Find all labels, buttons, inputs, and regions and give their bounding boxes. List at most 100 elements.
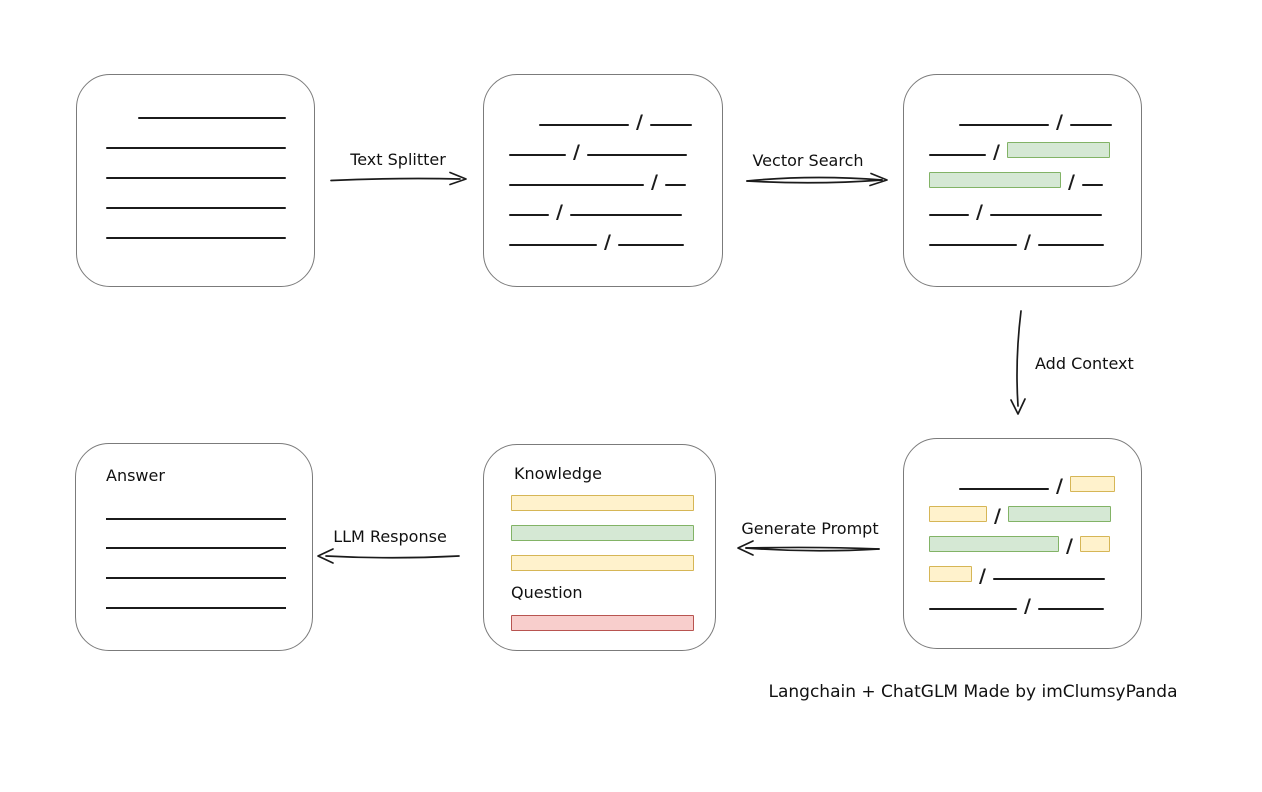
- text-row: /: [904, 492, 1141, 527]
- text-row: /: [484, 98, 722, 133]
- text-line: [138, 117, 286, 119]
- highlight-chunk-yellow: [929, 566, 972, 582]
- question-label: Question: [511, 583, 583, 602]
- answer-line: [106, 547, 286, 549]
- highlight-chunk-yellow: [1079, 536, 1110, 552]
- highlight-chunk-yellow: [929, 506, 987, 522]
- document-lines: [77, 91, 314, 241]
- text-line: [1037, 244, 1104, 246]
- highlight-chunk-green: [929, 536, 1059, 552]
- text-line: [1069, 124, 1112, 126]
- text-line: [106, 177, 286, 179]
- text-line: [989, 214, 1102, 216]
- text-line: [929, 154, 986, 156]
- text-row: /: [484, 158, 722, 193]
- answer-line: [106, 607, 286, 609]
- prompt-bar-green: [511, 525, 694, 541]
- llm-response-arrow: [317, 548, 460, 564]
- text-line: [106, 207, 286, 209]
- slash-separator: /: [1068, 170, 1075, 193]
- question-bar-red: [511, 615, 694, 631]
- slash-separator: /: [573, 140, 580, 163]
- knowledge-label: Knowledge: [514, 464, 602, 483]
- text-row: /: [484, 218, 722, 253]
- text-row: /: [904, 128, 1141, 163]
- vector-search-arrow: [746, 172, 888, 187]
- text-row: /: [484, 188, 722, 223]
- slash-separator: /: [976, 200, 983, 223]
- text-row: /: [904, 98, 1141, 133]
- generate-prompt-label: Generate Prompt: [741, 519, 879, 538]
- prompt-bar-yellow: [511, 495, 694, 511]
- slash-separator: /: [1066, 534, 1073, 557]
- slash-separator: /: [993, 140, 1000, 163]
- text-line: [649, 124, 692, 126]
- answer-line: [106, 577, 286, 579]
- answer-label: Answer: [106, 466, 165, 485]
- answer-box: Answer: [75, 443, 313, 651]
- document-box: [76, 74, 315, 287]
- text-row: /: [904, 158, 1141, 193]
- text-row: [77, 121, 314, 151]
- answer-line: [106, 518, 286, 520]
- text-line: [509, 184, 644, 186]
- credit-caption: Langchain + ChatGLM Made by imClumsyPand…: [768, 682, 1178, 702]
- text-line: [959, 488, 1049, 490]
- highlight-chunk-yellow: [1069, 476, 1115, 492]
- llm-response-label: LLM Response: [333, 527, 447, 546]
- add-context-arrow: [1010, 310, 1026, 415]
- text-line: [992, 578, 1105, 580]
- text-line: [664, 184, 686, 186]
- text-row: /: [904, 582, 1141, 617]
- text-line: [106, 147, 286, 149]
- slash-separator: /: [651, 170, 658, 193]
- highlight-chunk-green: [1007, 506, 1111, 522]
- generate-prompt-arrow: [737, 540, 880, 556]
- add-context-label: Add Context: [1035, 354, 1134, 373]
- slash-separator: /: [636, 110, 643, 133]
- vector-search-label: Vector Search: [752, 151, 864, 170]
- text-line: [929, 608, 1017, 610]
- text-splitter-label: Text Splitter: [350, 150, 446, 169]
- text-line: [1037, 608, 1104, 610]
- text-row: /: [904, 552, 1141, 587]
- text-line: [959, 124, 1049, 126]
- text-line: [106, 237, 286, 239]
- text-line: [509, 214, 549, 216]
- text-splitter-arrow: [330, 171, 467, 186]
- slash-separator: /: [604, 230, 611, 253]
- answer-contents: Answer: [76, 444, 312, 650]
- text-row: /: [904, 522, 1141, 557]
- text-row: [77, 91, 314, 121]
- slash-separator: /: [1024, 230, 1031, 253]
- highlight-chunk-green: [929, 172, 1061, 188]
- text-row: /: [484, 128, 722, 163]
- slash-separator: /: [556, 200, 563, 223]
- text-line: [509, 244, 597, 246]
- text-row: [77, 181, 314, 211]
- text-line: [586, 154, 687, 156]
- text-line: [509, 154, 566, 156]
- highlight-chunk-green: [1006, 142, 1110, 158]
- slash-separator: /: [979, 564, 986, 587]
- vector-matches-lines: / / / / /: [904, 98, 1141, 253]
- text-line: [929, 244, 1017, 246]
- slash-separator: /: [1056, 474, 1063, 497]
- text-line: [929, 214, 969, 216]
- text-line: [617, 244, 684, 246]
- slash-separator: /: [1024, 594, 1031, 617]
- text-row: /: [904, 462, 1141, 497]
- context-lines: / / / / /: [904, 462, 1141, 617]
- text-row: /: [904, 218, 1141, 253]
- text-row: [77, 211, 314, 241]
- prompt-bar-yellow: [511, 555, 694, 571]
- text-row: [77, 151, 314, 181]
- slash-separator: /: [1056, 110, 1063, 133]
- context-box: / / / / /: [903, 438, 1142, 649]
- slash-separator: /: [994, 504, 1001, 527]
- split-text-box: / / / / /: [483, 74, 723, 287]
- text-line: [569, 214, 682, 216]
- text-row: /: [904, 188, 1141, 223]
- text-line: [539, 124, 629, 126]
